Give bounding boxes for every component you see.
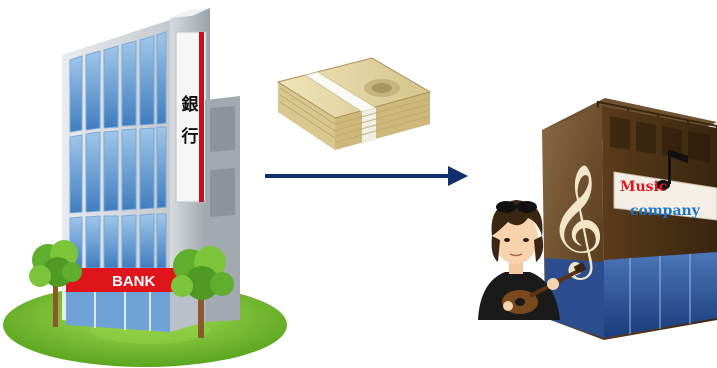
treble-clef-icon: 𝄞	[548, 163, 605, 280]
arrow-right-icon	[265, 166, 468, 186]
tree-icon	[171, 246, 234, 338]
bank-facade-sign	[66, 268, 205, 292]
money-bundle-icon	[276, 57, 432, 150]
music-sign-line1: Music	[620, 179, 667, 195]
music-building-icon: 𝄞 Music company	[542, 98, 717, 340]
guitarist-icon	[478, 200, 587, 320]
bank-facade-sign-text: BANK	[112, 273, 155, 290]
bank-vertical-sign-char-1: 銀	[182, 94, 199, 114]
musical-note-icon	[656, 150, 688, 190]
music-sign-line2: company	[630, 203, 701, 219]
music-company-sign	[613, 171, 717, 221]
bank-vertical-sign-char-2: 行	[181, 126, 199, 146]
bank-building-icon: 銀 行 BANK	[3, 8, 287, 367]
tree-icon	[29, 240, 82, 327]
glass-windows	[69, 31, 167, 269]
